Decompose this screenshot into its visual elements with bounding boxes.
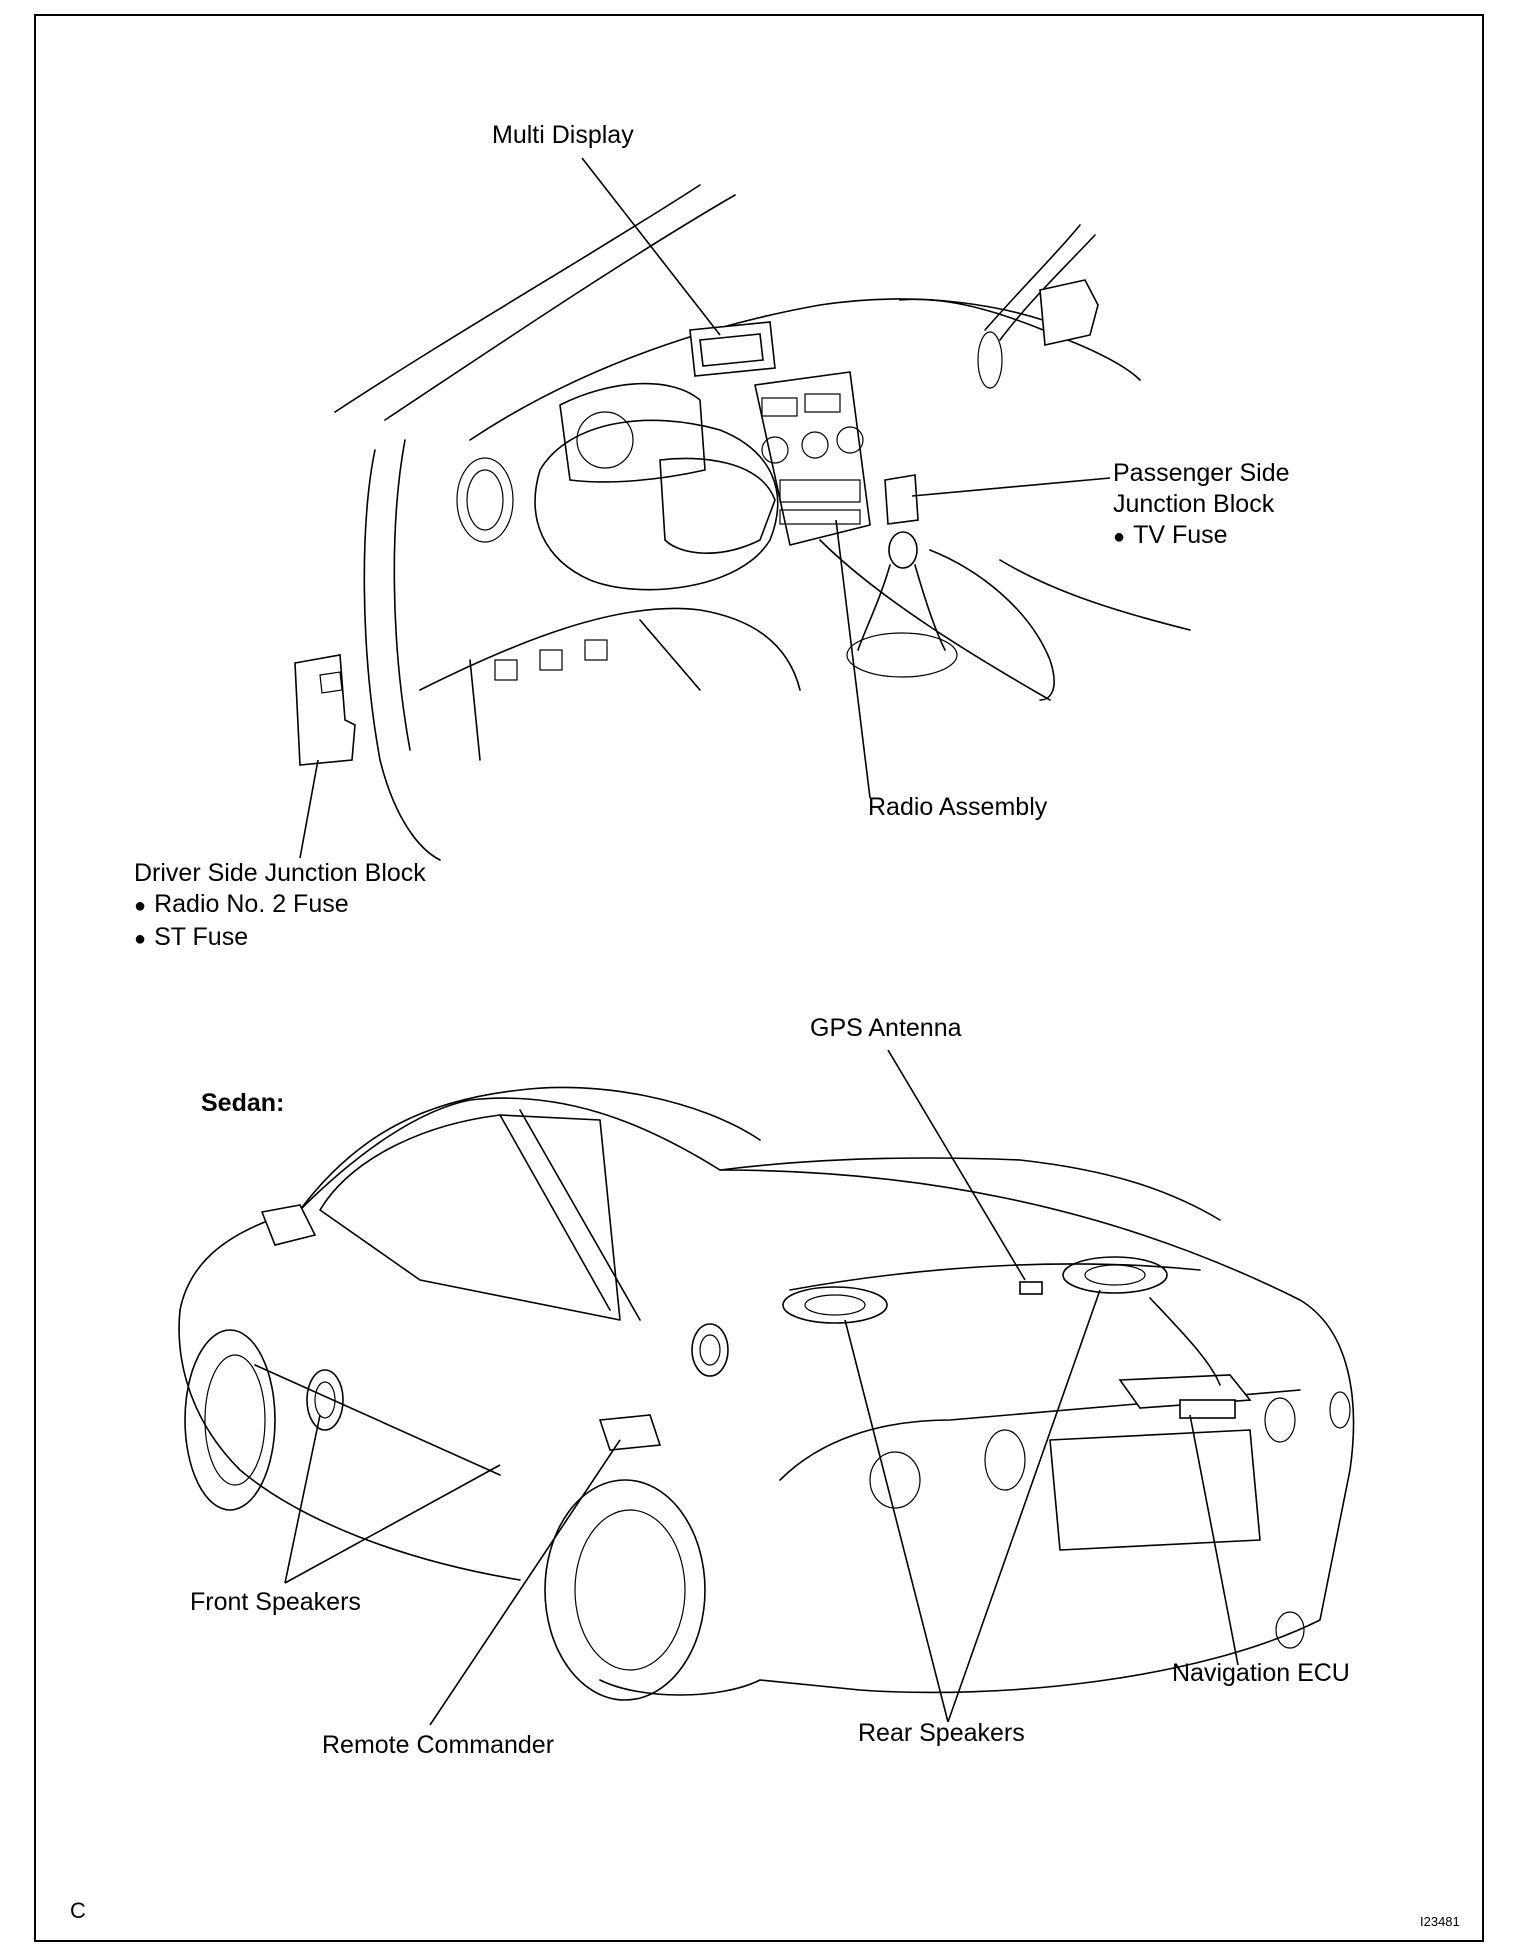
tv-fuse-label: TV Fuse <box>1113 520 1290 553</box>
navigation-ecu-label: Navigation ECU <box>1172 1659 1350 1687</box>
corner-letter: C <box>70 1898 86 1923</box>
figure-id: I23481 <box>1420 1914 1460 1929</box>
radio-no2-fuse-label: Radio No. 2 Fuse <box>134 889 426 922</box>
st-fuse-label: ST Fuse <box>134 922 426 955</box>
diagram-frame <box>34 14 1484 1942</box>
passenger-junction-block-label: Passenger Side Junction Block TV Fuse <box>1113 458 1290 553</box>
driver-junction-block-label: Driver Side Junction Block Radio No. 2 F… <box>134 858 426 955</box>
sedan-heading: Sedan: <box>201 1089 285 1117</box>
multi-display-label: Multi Display <box>492 121 634 149</box>
sedan-illustration <box>178 1086 1355 1701</box>
bottom-leader-lines <box>284 1049 1239 1726</box>
passenger-jb-line-2: Junction Block <box>1113 490 1275 518</box>
gps-antenna-label: GPS Antenna <box>810 1014 962 1042</box>
remote-commander-label: Remote Commander <box>322 1731 555 1759</box>
front-speakers-label: Front Speakers <box>190 1588 361 1616</box>
radio-assembly-label: Radio Assembly <box>868 793 1048 821</box>
instrument-panel-illustration <box>294 184 1191 861</box>
passenger-jb-line-1: Passenger Side <box>1113 459 1290 487</box>
rear-speakers-label: Rear Speakers <box>858 1719 1025 1747</box>
top-leader-lines <box>299 157 1111 859</box>
driver-jb-title: Driver Side Junction Block <box>134 859 426 887</box>
